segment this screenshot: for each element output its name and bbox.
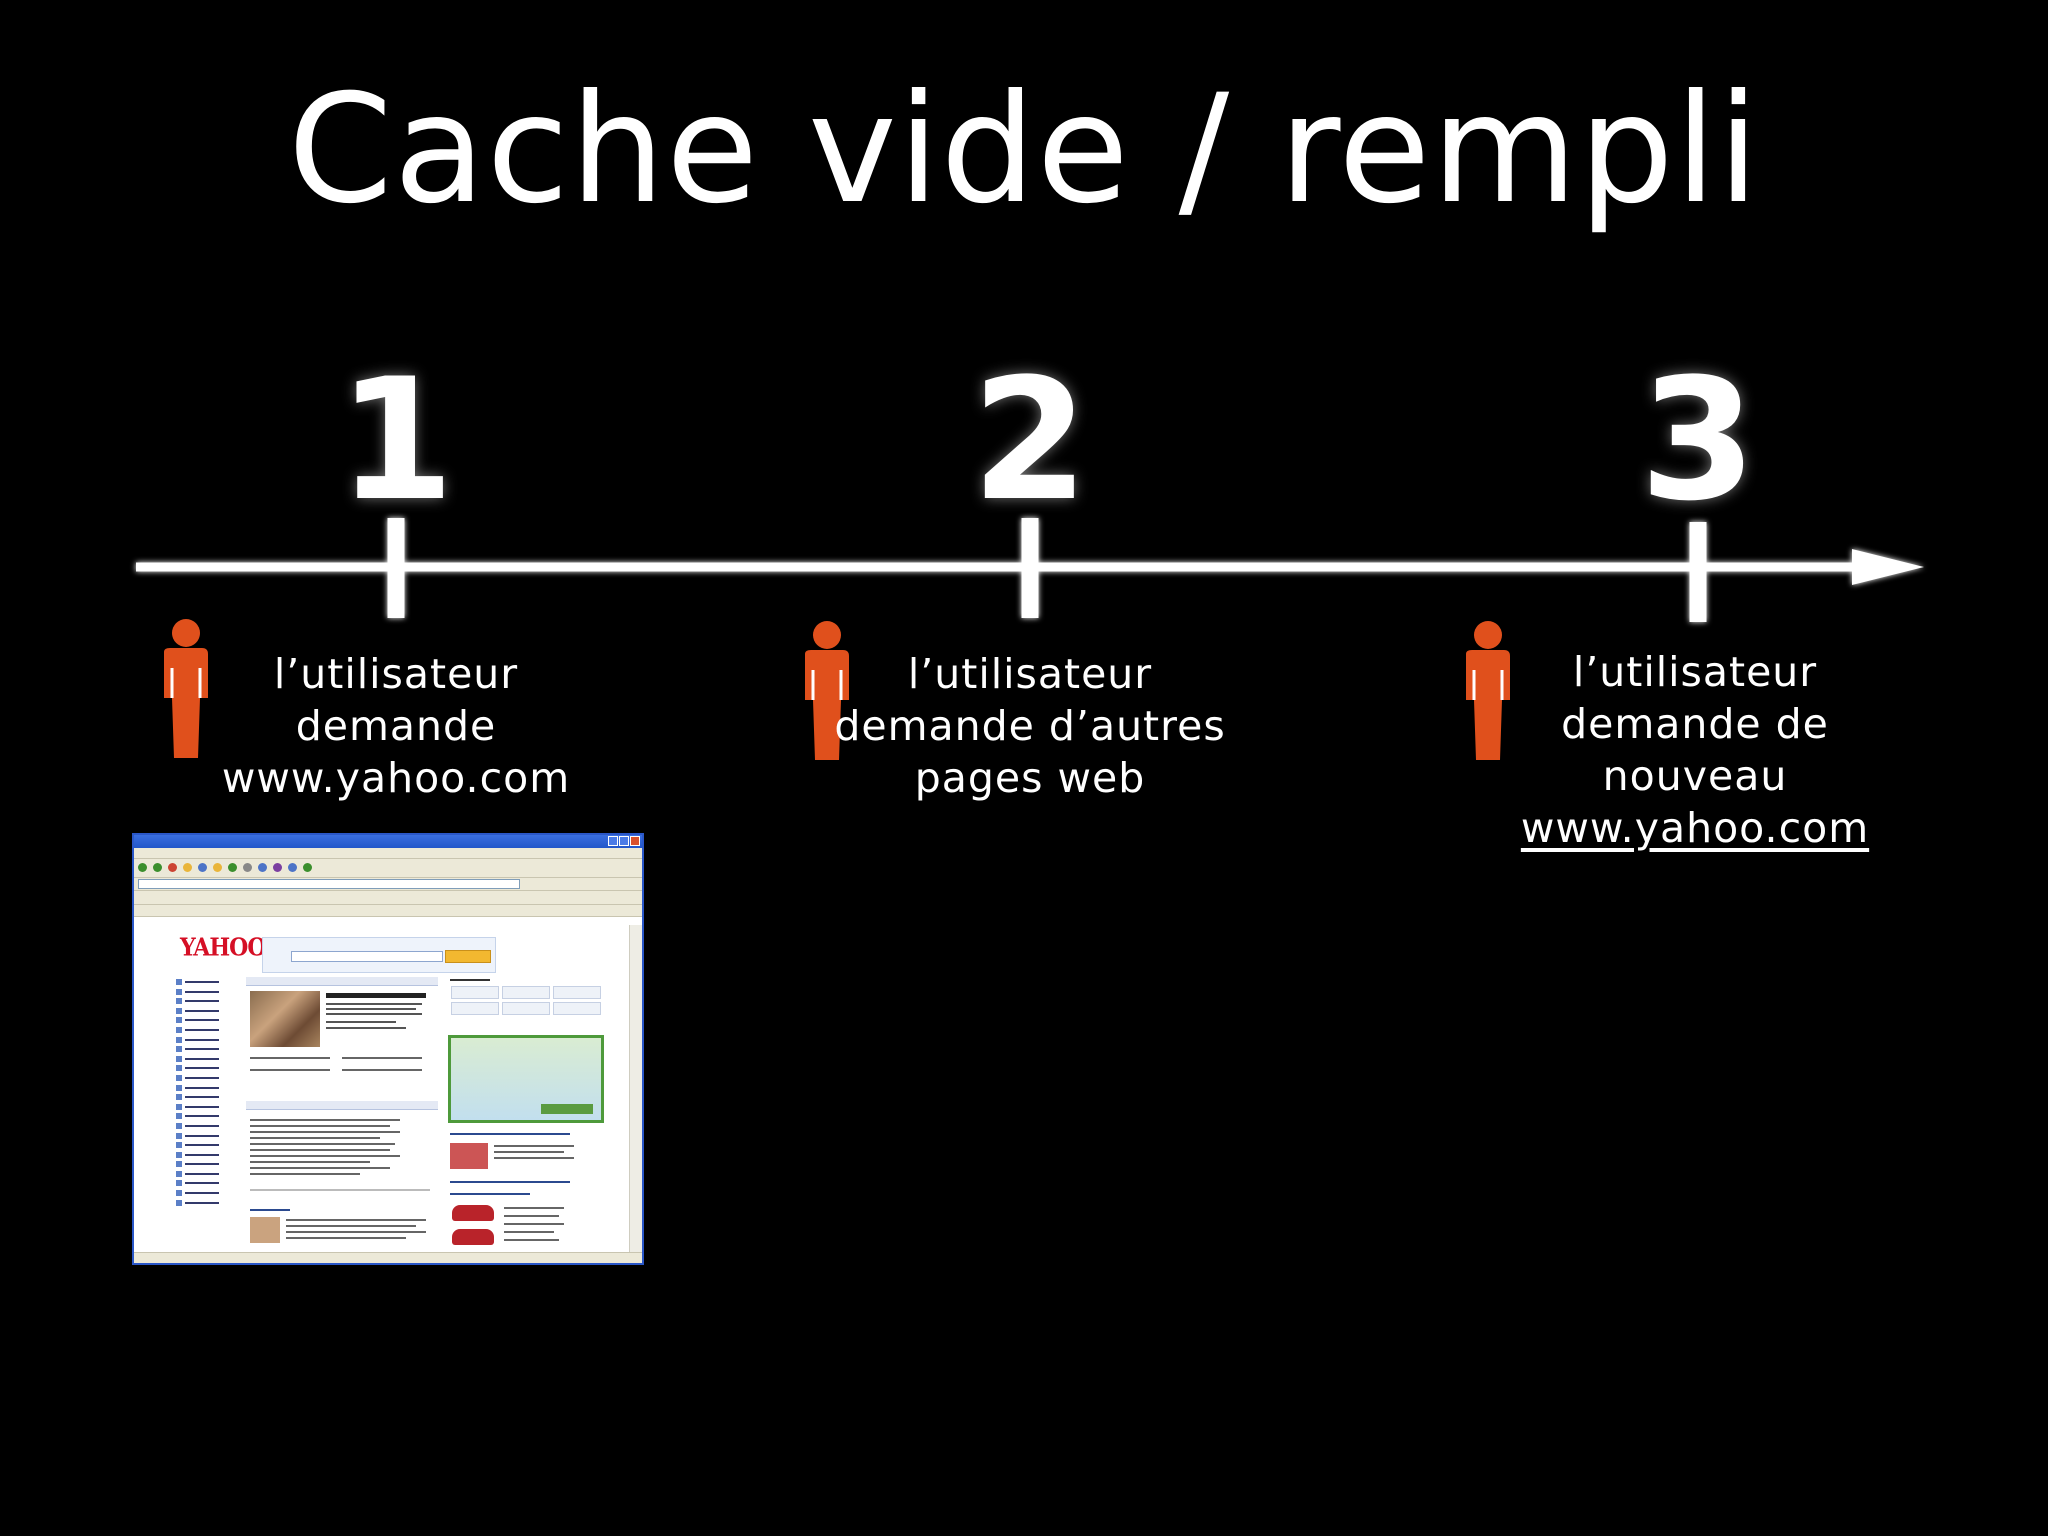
step-2-line-3: pages web (914, 754, 1146, 802)
browser-yahoo-toolbar (134, 891, 642, 905)
step-1-line-1: l’utilisateur (273, 650, 519, 698)
step-3-line-2: demande de (1561, 700, 1829, 748)
car-image (452, 1229, 494, 1245)
yahoo-left-nav (176, 979, 238, 1209)
yahoo-logo: YAHOO! (180, 933, 275, 963)
fidelity-ad (448, 1035, 604, 1123)
step-3-link[interactable]: www.yahoo.com (1520, 804, 1870, 852)
step-1-line-3: www.yahoo.com (221, 754, 571, 802)
slide-title: Cache vide / rempli (287, 63, 1761, 237)
browser-scrollbar (629, 925, 642, 1253)
step-3-line-1: l’utilisateur (1572, 648, 1818, 696)
step-number-1: 1 (337, 342, 455, 538)
browser-menubar (134, 848, 642, 859)
step-number-3: 3 (1639, 342, 1757, 538)
step-number-2: 2 (971, 342, 1089, 538)
step-2-line-2: demande d’autres (834, 702, 1226, 750)
yahoo-center-column (246, 977, 438, 1263)
address-field (138, 878, 520, 889)
step-2-line-1: l’utilisateur (907, 650, 1153, 698)
step-2-text: l’utilisateur demande d’autres pages web (790, 648, 1270, 804)
step-3-line-3: nouveau (1602, 752, 1788, 800)
browser-statusbar (134, 1252, 642, 1263)
step-1-text: l’utilisateur demande www.yahoo.com (156, 648, 636, 804)
yahoo-page: YAHOO! (136, 925, 630, 1253)
yahoo-right-column (448, 977, 604, 1263)
step-1-line-2: demande (295, 702, 497, 750)
window-controls (607, 836, 640, 850)
yahoo-search-panel (262, 937, 496, 973)
step-3-text: l’utilisateur demande de nouveau www.yah… (1455, 646, 1935, 854)
person-icon (164, 619, 208, 758)
browser-toolbar (134, 859, 642, 878)
yahoo-search-button (445, 950, 491, 963)
person-icon (1466, 621, 1510, 760)
yahoo-homepage-screenshot: YAHOO! (132, 833, 644, 1265)
yahoo-search-box (291, 951, 443, 962)
browser-tabbar (134, 905, 642, 917)
browser-titlebar (134, 835, 642, 848)
car-image (452, 1205, 494, 1221)
person-icon (805, 621, 849, 760)
arrow-right-icon (1852, 549, 1924, 585)
feature-photo (250, 991, 320, 1047)
browser-address-bar (134, 878, 642, 891)
